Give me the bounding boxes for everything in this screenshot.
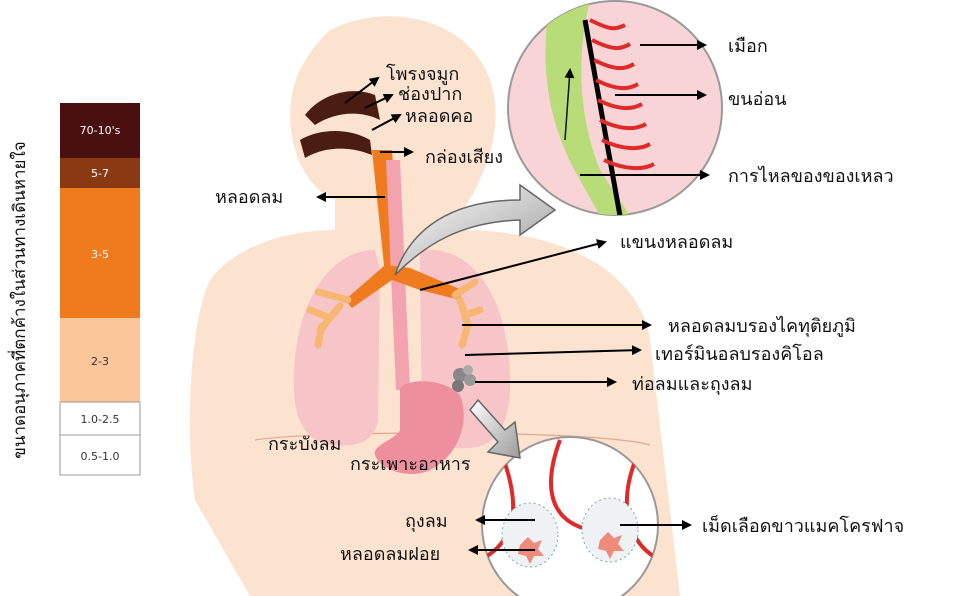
scale-label-0.5-1: 0.5-1.0 — [81, 450, 120, 463]
scale-axis-label: ขนาดอนุภาคที่ตกค้างในส่วนทางเดินหายใจ — [7, 141, 30, 459]
airway-wall-zoom — [508, 0, 722, 216]
label-bronchiole: หลอดลมบรองไคทุติยภูมิ — [668, 315, 856, 337]
label-cilia: ขนอ่อน — [728, 89, 787, 110]
scale-label-70-10: 70-10's — [80, 124, 121, 137]
label-larynx: กล่องเสียง — [425, 147, 503, 168]
scale-label-5-7: 5-7 — [91, 167, 109, 180]
label-macrophage: เม็ดเลือดขาวแมคโครฟาจ — [702, 514, 904, 537]
scale-label-2-3: 2-3 — [91, 355, 109, 368]
label-small-bronchiole: หลอดลมฝอย — [340, 544, 440, 565]
label-fluid-flow: การไหลของของเหลว — [728, 165, 894, 187]
scale-label-3-5: 3-5 — [91, 248, 109, 261]
label-oral-cavity: ช่องปาก — [398, 84, 462, 105]
label-diaphragm: กระบังลม — [268, 434, 341, 455]
label-alveolar-duct-sac: ท่อลมและถุงลม — [632, 374, 752, 395]
label-mucus: เมือก — [728, 36, 768, 57]
label-alveolus: ถุงลม — [405, 511, 448, 532]
label-pharynx: หลอดคอ — [405, 106, 473, 127]
label-terminal-bronchiole: เทอร์มินอลบรองคิโอล — [655, 343, 824, 365]
particle-size-scale: 70-10's 5-7 3-5 2-3 1.0-2.5 0.5-1.0 ขนาด… — [7, 103, 140, 475]
scale-label-1-2.5: 1.0-2.5 — [81, 413, 120, 426]
label-bronchus: แขนงหลอดลม — [620, 232, 733, 253]
label-trachea: หลอดลม — [215, 187, 283, 208]
label-nasal-cavity: โพรงจมูก — [386, 63, 459, 85]
label-stomach: กระเพาะอาหาร — [350, 454, 471, 475]
